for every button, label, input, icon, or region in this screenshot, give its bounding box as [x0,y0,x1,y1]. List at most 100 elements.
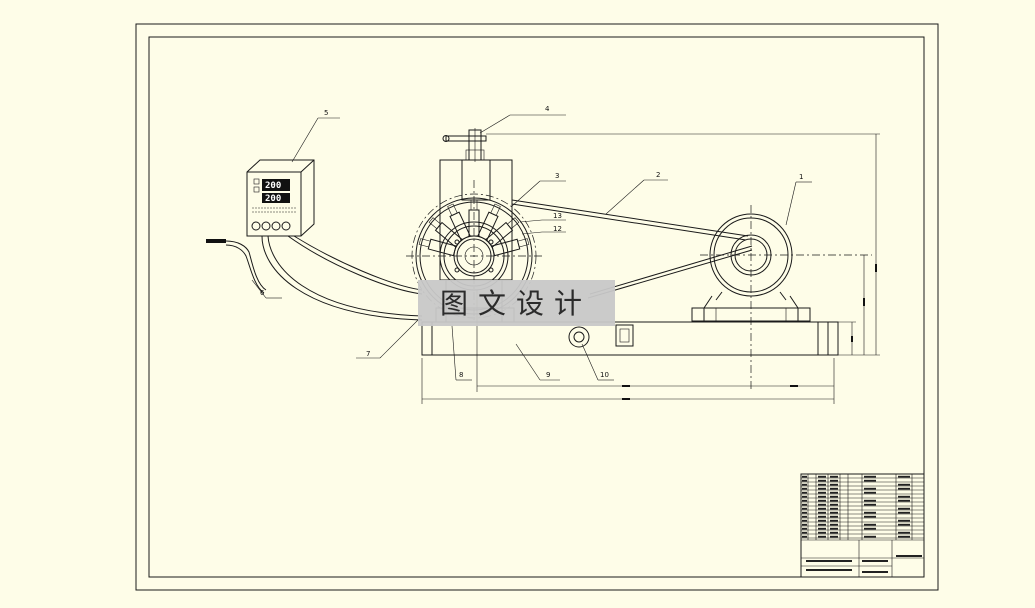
title-block-entry [864,523,876,526]
callout-7-label: 7 [366,350,370,358]
title-block-entry [864,511,876,514]
display-bottom [262,193,290,203]
callout-9-label: 9 [546,371,550,379]
machine-base [421,321,839,356]
callout-6-label: 6 [260,289,265,297]
display-bottom-value: 200 [265,194,281,204]
title-block-entry [864,479,876,482]
title-block-entry [898,511,910,514]
title-block-entry [830,495,838,498]
title-block-rows [801,477,924,539]
title-block-entry [896,555,922,557]
title-block-entry [818,527,826,530]
title-block-entry [818,507,826,510]
title-block-entry [898,487,910,490]
controller-knob-a [251,221,261,231]
title-block-entry [818,483,826,486]
title-block-entry [818,487,826,490]
title-block-entry [864,535,876,538]
outer-sheet-border [135,23,939,591]
callout-8-label: 8 [459,371,463,379]
callout-10-label: 10 [600,371,609,379]
title-block-entry [898,495,910,498]
title-block-entry [830,535,838,538]
title-block-entry [818,519,826,522]
title-block-entry [818,523,826,526]
controller-knob-b [261,221,271,231]
title-block-entry [818,479,826,482]
title-block-entry [830,531,838,534]
title-block-entry [864,491,876,494]
title-block-entry [898,531,910,534]
watermark-text: 图文设计 [440,287,592,320]
title-block-entry [818,491,826,494]
title-block-entry [802,475,807,478]
callout-12-label: 12 [553,225,562,233]
title-block-entry [898,535,910,538]
title-block-entry [898,475,910,478]
callout-5-label: 5 [324,109,328,117]
knob-10 [568,326,590,348]
title-block-entry [818,531,826,534]
title-block [800,473,925,578]
temperature-controller: 200 200 [246,159,315,237]
title-block-entry [818,495,826,498]
title-block-entry [802,495,807,498]
title-block-entry [802,527,807,530]
title-block-entry [818,475,826,478]
display-top [262,179,290,191]
title-block-entry [830,499,838,502]
title-block-entry [830,519,838,522]
callouts: 1 2 3 4 5 6 7 8 9 10 12 13 [251,105,812,381]
title-block-entries [802,475,922,573]
title-block-entry [802,491,807,494]
controller-knob-d [281,221,291,231]
dimensions [421,133,880,404]
title-block-entry [802,483,807,486]
title-block-entry [862,560,888,562]
title-block-entry [830,479,838,482]
title-block-entry [830,475,838,478]
title-block-entry [806,560,852,562]
title-block-entry [830,511,838,514]
callout-13-label: 13 [553,212,562,220]
title-block-entry [818,515,826,518]
watermark-banner: 图文设计 [418,280,615,326]
title-block-entry [864,487,876,490]
callout-4-label: 4 [545,105,550,113]
callout-2-label: 2 [656,171,660,179]
title-block-entry [830,483,838,486]
title-block-entry [830,527,838,530]
title-block-entry [862,571,888,573]
title-block-entry [898,483,910,486]
title-block-entry [864,499,876,502]
title-block-entry [802,511,807,514]
callout-3-label: 3 [555,172,559,180]
title-block-entry [864,475,876,478]
title-block-entry [802,523,807,526]
title-block-entry [818,511,826,514]
title-block-entry [818,499,826,502]
title-block-entry [818,503,826,506]
title-block-entry [830,507,838,510]
title-block-entry [802,515,807,518]
title-block-entry [898,499,910,502]
title-block-entry [802,487,807,490]
title-block-entry [830,503,838,506]
title-block-entry [864,527,876,530]
radial-clamps [418,199,530,257]
callout-1-label: 1 [799,173,803,181]
title-block-entry [898,523,910,526]
title-block-entry [864,515,876,518]
top-handle [442,128,487,162]
title-block-entry [830,487,838,490]
drive-belt [511,199,753,299]
title-block-entry [802,507,807,510]
title-block-entry [830,523,838,526]
title-block-entry [806,569,852,571]
title-block-entry [802,499,807,502]
title-block-entry [802,535,807,538]
title-block-entry [898,519,910,522]
inner-frame-border [148,36,925,578]
